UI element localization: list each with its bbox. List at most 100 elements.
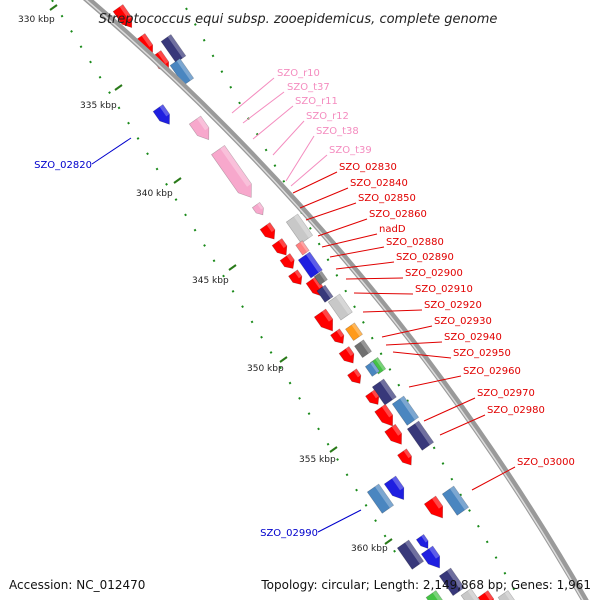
gene-feature[interactable] [383,475,409,504]
scale-tick-label: 330 kbp [18,15,55,25]
gene-feature[interactable] [345,322,363,342]
gene-callout-line [345,277,404,280]
gene-label[interactable]: SZO_r12 [306,111,349,122]
gene-label[interactable]: SZO_02970 [477,388,535,399]
gene-callout-line [362,309,423,313]
gene-callout-line [317,218,368,237]
scale-tick [173,177,182,184]
gene-feature[interactable] [396,539,425,570]
gene-feature[interactable] [438,567,465,597]
gene-feature[interactable] [288,269,305,288]
scale-tick-label: 335 kbp [80,101,117,111]
gene-label[interactable]: SZO_t37 [287,82,330,93]
gene-feature[interactable] [330,328,347,347]
gene-feature[interactable] [374,403,398,429]
gene-label[interactable]: SZO_02910 [415,284,473,295]
gene-feature[interactable] [313,308,338,335]
gene-label[interactable]: SZO_02990 [260,528,318,539]
gene-feature[interactable] [347,368,364,387]
gene-callout-line [329,246,385,258]
gene-label[interactable]: SZO_02980 [487,405,545,416]
backbone-layer [82,0,589,600]
gene-feature[interactable] [441,485,470,516]
gene-callout-line [353,292,414,295]
scale-tick [384,538,393,545]
gene-feature[interactable] [354,339,372,359]
gene-feature[interactable] [384,423,407,448]
gene-feature[interactable] [397,448,415,468]
scale-tick [279,356,288,363]
gene-feature[interactable] [497,590,519,600]
gene-label[interactable]: SZO_r11 [295,96,338,107]
gene-feature[interactable] [415,534,431,551]
gene-feature[interactable] [259,222,279,243]
gene-label[interactable]: SZO_02940 [444,332,502,343]
gene-feature[interactable] [295,240,310,256]
gene-callout-line [290,154,328,187]
gene-label[interactable]: SZO_03000 [517,457,575,468]
gene-callout-line [335,261,395,270]
gene-feature[interactable] [316,284,334,303]
gene-feature[interactable] [420,545,445,572]
scale-tick [49,4,58,11]
gene-feature[interactable] [112,4,137,32]
gene-feature[interactable] [423,495,448,522]
gene-label[interactable]: SZO_02890 [396,252,454,263]
genome-title: Streptococcus equi subsp. zooepidemicus,… [99,12,498,27]
gene-label[interactable]: SZO_02860 [369,209,427,220]
gene-label[interactable]: nadD [379,224,406,235]
gene-feature[interactable] [211,144,257,202]
accession-text: Accession: NC_012470 [9,578,146,592]
gene-feature[interactable] [152,104,174,128]
scale-tick-label: 360 kbp [351,544,388,554]
gene-feature[interactable] [366,483,395,514]
gene-callout-line [285,135,315,182]
gene-feature[interactable] [251,202,266,217]
gene-feature[interactable] [297,251,323,279]
gene-feature[interactable] [313,271,328,286]
gene-label[interactable]: SZO_02830 [339,162,397,173]
gene-label[interactable]: SZO_02930 [434,316,492,327]
gene-feature[interactable] [391,395,420,426]
gene-label[interactable]: SZO_02840 [350,178,408,189]
gene-feature[interactable] [406,420,435,451]
gene-callout-line [385,341,443,346]
inner-scale-line [51,0,401,561]
gene-label[interactable]: SZO_02820 [34,160,92,171]
gene-feature[interactable] [369,357,387,375]
gene-label[interactable]: SZO_02920 [424,300,482,311]
gene-feature[interactable] [188,115,214,144]
gene-feature[interactable] [365,389,382,408]
gene-callout-line [471,466,516,491]
gene-feature[interactable] [364,361,380,377]
scale-tick-label: 345 kbp [192,276,229,286]
scale-tick [228,264,237,271]
gene-label[interactable]: SZO_02850 [358,193,416,204]
gene-label[interactable]: SZO_r10 [277,68,320,79]
gene-feature[interactable] [271,238,291,259]
gene-callout-line [272,120,305,156]
gene-feature[interactable] [338,346,358,367]
gene-label[interactable]: SZO_02880 [386,237,444,248]
gene-callout-line [317,509,362,533]
gene-callout-line [299,187,349,209]
gene-callout-line [439,414,486,436]
gene-feature[interactable] [425,590,449,600]
gene-label[interactable]: SZO_t39 [329,145,372,156]
gene-label[interactable]: SZO_02960 [463,366,521,377]
gene-label[interactable]: SZO_02900 [405,268,463,279]
gene-label[interactable]: SZO_t38 [316,126,359,137]
gene-label[interactable]: SZO_02950 [453,348,511,359]
gene-feature[interactable] [460,588,482,600]
gene-callout-line [305,202,357,221]
scale-tick [329,446,338,453]
callout-layer: SZO_r10SZO_t37SZO_r11SZO_r12SZO_t38SZO_t… [34,68,575,539]
gene-callout-line [392,351,452,359]
gene-feature[interactable] [279,253,298,272]
gene-callout-line [423,397,476,422]
genome-summary: Topology: circular; Length: 2,149,868 bp… [261,578,591,592]
gene-layer [112,4,519,600]
gene-feature[interactable] [327,293,353,321]
